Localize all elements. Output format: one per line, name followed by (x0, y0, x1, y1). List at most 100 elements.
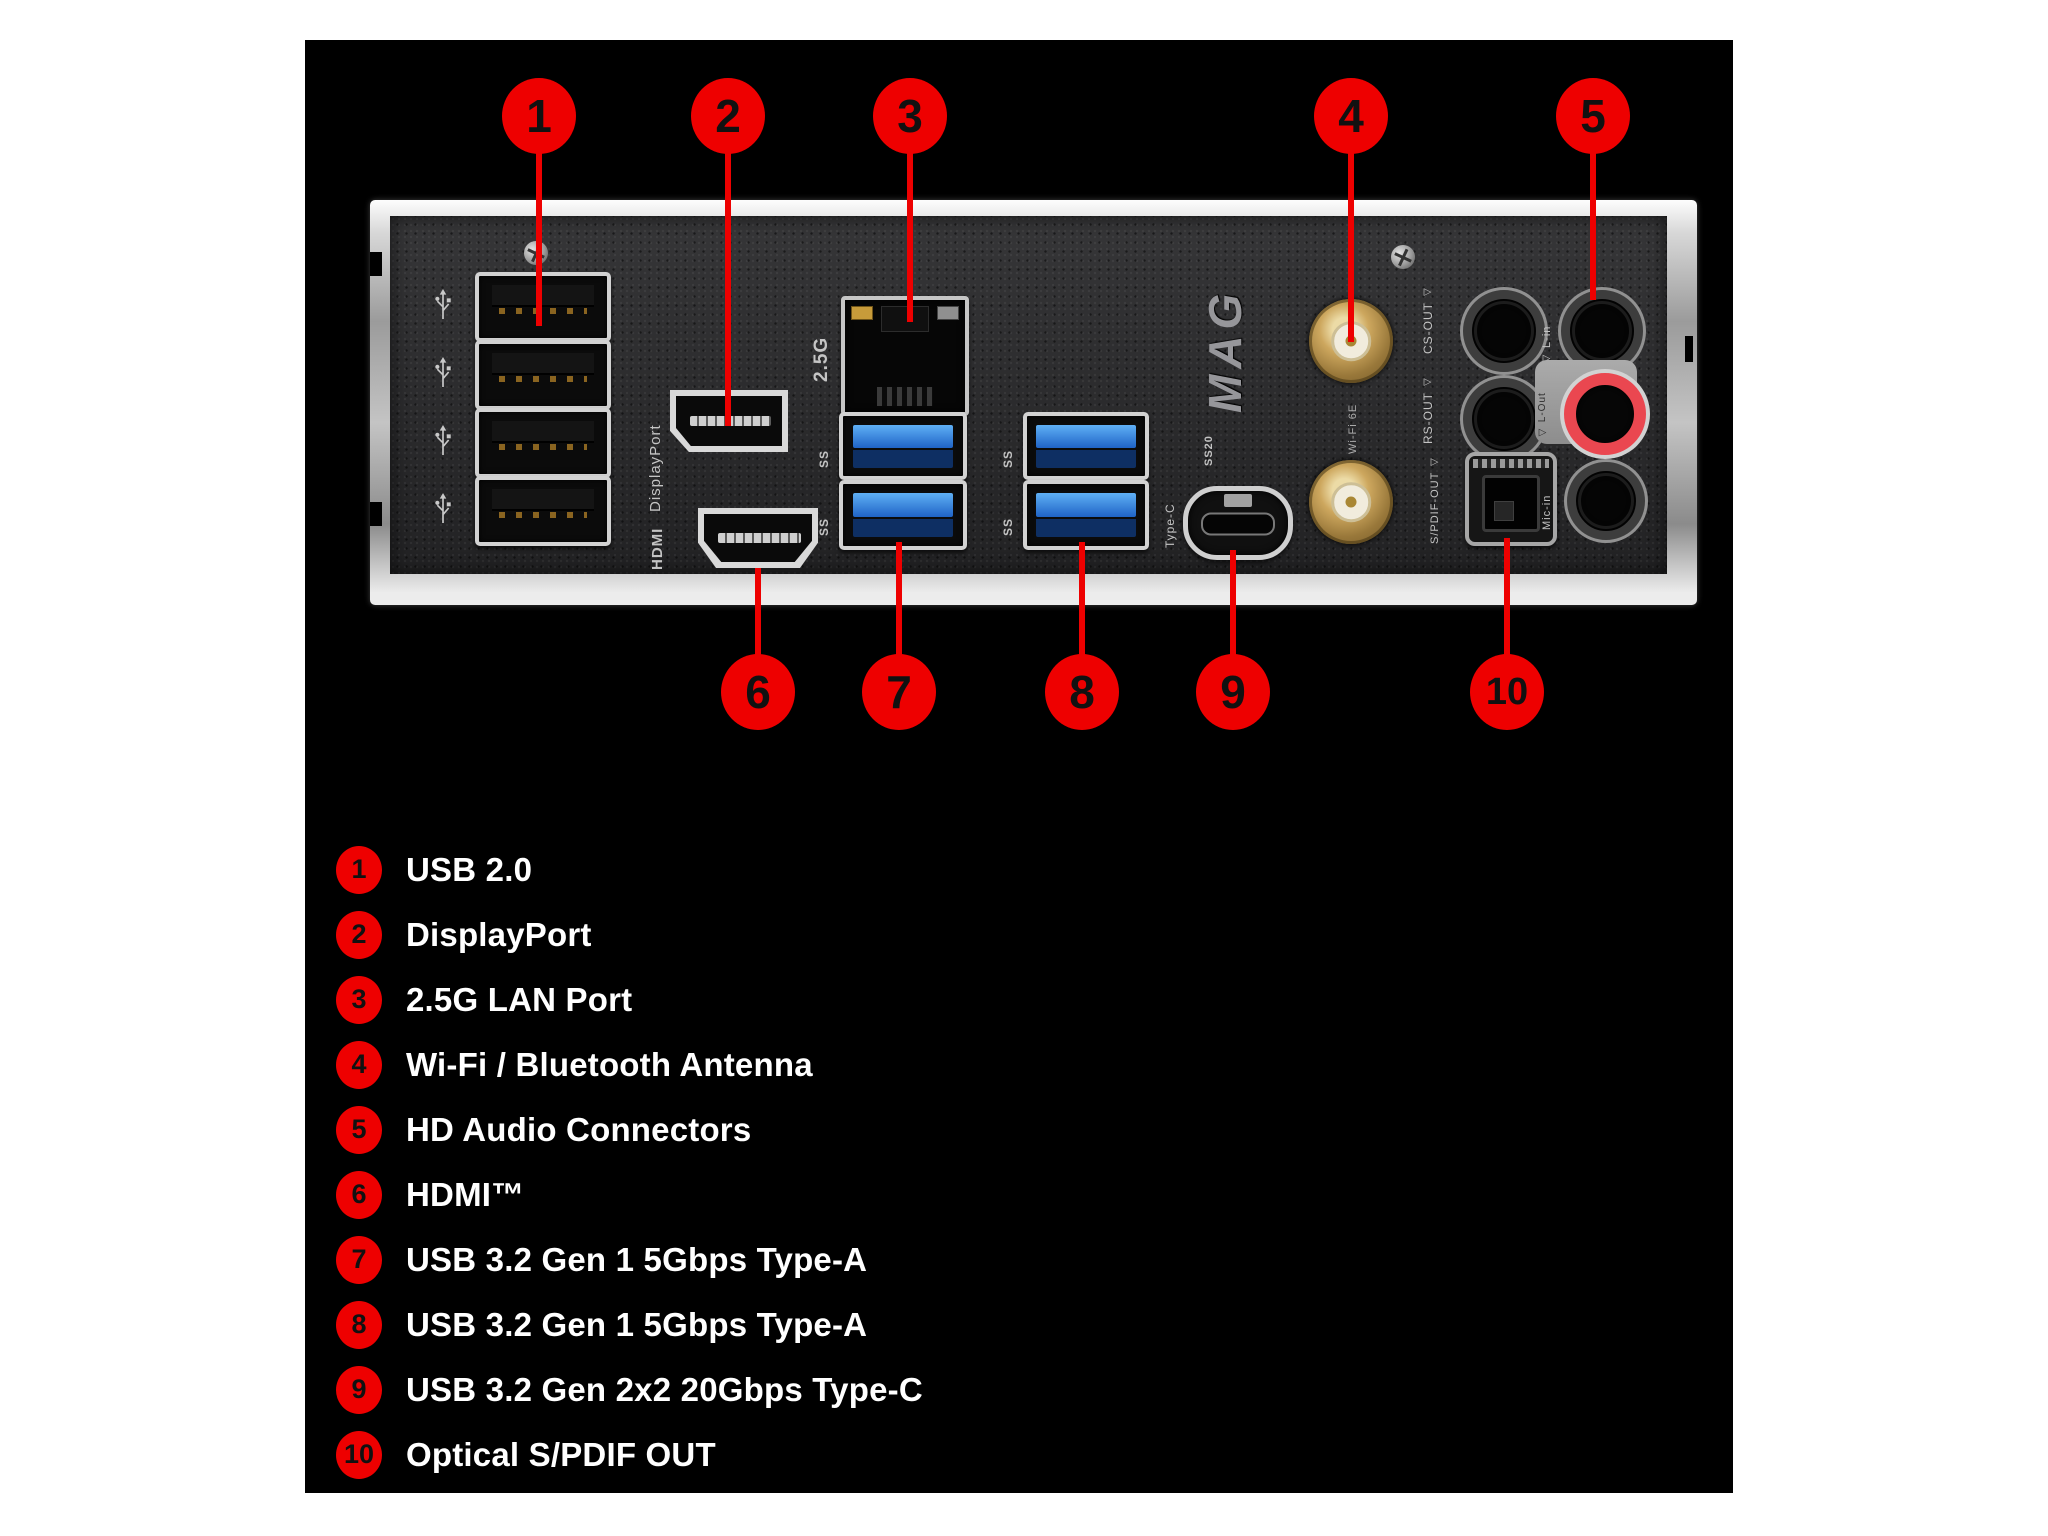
callout-number: 6 (745, 666, 771, 718)
legend-label: USB 2.0 (406, 850, 533, 888)
callout-line-5 (1590, 150, 1596, 300)
callout-number: 7 (886, 666, 912, 718)
lan-led-icon (851, 305, 874, 320)
callout-line-1 (536, 150, 542, 326)
callout-number: 2 (715, 90, 741, 142)
line-in-label: ◁ L-in (1541, 325, 1553, 364)
legend-item-6: 6 HDMI™ (333, 1162, 1433, 1227)
cs-out-jack (1463, 290, 1545, 372)
callout-line-10 (1504, 538, 1510, 656)
mic-in-jack (1567, 462, 1645, 540)
legend-item-8: 8 USB 3.2 Gen 1 5Gbps Type-A (333, 1292, 1433, 1357)
usb-icon (435, 288, 451, 320)
speaker-icon: ◁ (1537, 426, 1548, 438)
bracket-notch (370, 502, 382, 526)
legend-badge: 1 (336, 845, 382, 894)
mag-logo: MAG (1199, 287, 1251, 413)
legend-label: USB 3.2 Gen 1 5Gbps Type-A (406, 1240, 868, 1278)
legend-badge: 5 (336, 1105, 382, 1154)
legend-item-4: 4 Wi-Fi / Bluetooth Antenna (333, 1032, 1433, 1097)
callout-7: 7 (862, 654, 936, 730)
callout-line-2 (725, 150, 731, 426)
rs-out-label: RS-OUT ◁ (1421, 375, 1435, 444)
legend-item-7: 7 USB 3.2 Gen 1 5Gbps Type-A (333, 1227, 1433, 1292)
hdmi-label: HDMI (649, 527, 666, 570)
callout-line-7 (896, 542, 902, 656)
legend-item-5: 5 HD Audio Connectors (333, 1097, 1433, 1162)
callout-number: 10 (1485, 670, 1529, 713)
usb3-port-3 (1023, 412, 1149, 480)
legend-label: DisplayPort (406, 915, 592, 953)
usb3-port-4 (1023, 480, 1149, 550)
legend-badge: 4 (336, 1040, 382, 1089)
callout-3: 3 (873, 78, 947, 154)
lan-led-icon (936, 305, 959, 320)
superspeed-label: SS (1001, 449, 1015, 468)
callout-line-3 (907, 150, 913, 322)
callout-4: 4 (1314, 78, 1388, 154)
lan-port (841, 296, 969, 416)
superspeed-label: SS (817, 517, 831, 536)
legend-badge: 9 (336, 1365, 382, 1414)
usb2-port-2 (475, 340, 611, 410)
speaker-icon: ◁ (1422, 375, 1433, 388)
legend: 1 USB 2.0 2 DisplayPort 3 2.5G LAN Port … (333, 837, 1433, 1487)
optical-spdif-port (1465, 452, 1557, 546)
legend-item-10: 10 Optical S/PDIF OUT (333, 1422, 1433, 1487)
legend-item-3: 3 2.5G LAN Port (333, 967, 1433, 1032)
legend-badge: 8 (336, 1300, 382, 1349)
legend-badge: 10 (336, 1430, 382, 1479)
line-out-jack (1564, 373, 1646, 455)
speaker-icon: ◁ (1422, 285, 1433, 298)
lan-speed-label: 2.5G (811, 336, 832, 382)
usb-icon (435, 356, 451, 388)
legend-badge: 2 (336, 910, 382, 959)
callout-number: 4 (1338, 90, 1364, 142)
usb3-port-1 (839, 412, 967, 480)
callout-number: 8 (1069, 666, 1095, 718)
usb2-port-4 (475, 476, 611, 546)
legend-label: HDMI™ (406, 1175, 525, 1213)
legend-badge: 3 (336, 975, 382, 1024)
antenna-connector-2 (1309, 460, 1393, 544)
callout-number: 9 (1220, 666, 1246, 718)
legend-label: Optical S/PDIF OUT (406, 1435, 716, 1473)
legend-item-9: 9 USB 3.2 Gen 2x2 20Gbps Type-C (333, 1357, 1433, 1422)
usb-c-port (1183, 486, 1293, 560)
callout-6: 6 (721, 654, 795, 730)
bracket-notch (370, 252, 382, 276)
callout-line-4 (1348, 150, 1354, 342)
legend-badge: 7 (336, 1235, 382, 1284)
superspeed-label: SS (1001, 517, 1015, 536)
cs-out-label: CS-OUT ◁ (1421, 285, 1435, 354)
callout-number: 1 (526, 90, 552, 142)
mic-in-label: Mic-in (1541, 494, 1553, 530)
usb-icon (435, 424, 451, 456)
legend-badge: 6 (336, 1170, 382, 1219)
hdmi-port (698, 508, 818, 568)
callout-number: 5 (1580, 90, 1606, 142)
displayport-label: DisplayPort (647, 424, 664, 512)
speaker-icon: ◁ (1429, 455, 1440, 468)
rs-out-jack (1463, 378, 1545, 460)
superspeed-label: SS (817, 449, 831, 468)
callout-5: 5 (1556, 78, 1630, 154)
callout-2: 2 (691, 78, 765, 154)
legend-item-2: 2 DisplayPort (333, 902, 1433, 967)
legend-label: 2.5G LAN Port (406, 980, 633, 1018)
bracket-notch (1685, 336, 1693, 362)
product-image-canvas: DisplayPort HDMI 2.5G SS SS SS SS SS20 T… (305, 40, 1733, 1493)
callout-number: 3 (897, 90, 923, 142)
usb-icon (435, 492, 451, 524)
line-out-label: ◁ L-Out (1537, 392, 1548, 438)
usb3-port-2 (839, 480, 967, 550)
line-in-jack (1561, 290, 1643, 372)
callout-10: 10 (1470, 654, 1544, 730)
legend-label: Wi-Fi / Bluetooth Antenna (406, 1045, 813, 1083)
legend-label: HD Audio Connectors (406, 1110, 752, 1148)
callout-line-8 (1079, 542, 1085, 656)
spdif-label: S/PDIF-OUT ◁ (1429, 455, 1441, 544)
callout-9: 9 (1196, 654, 1270, 730)
usb2-port-3 (475, 408, 611, 478)
callout-8: 8 (1045, 654, 1119, 730)
